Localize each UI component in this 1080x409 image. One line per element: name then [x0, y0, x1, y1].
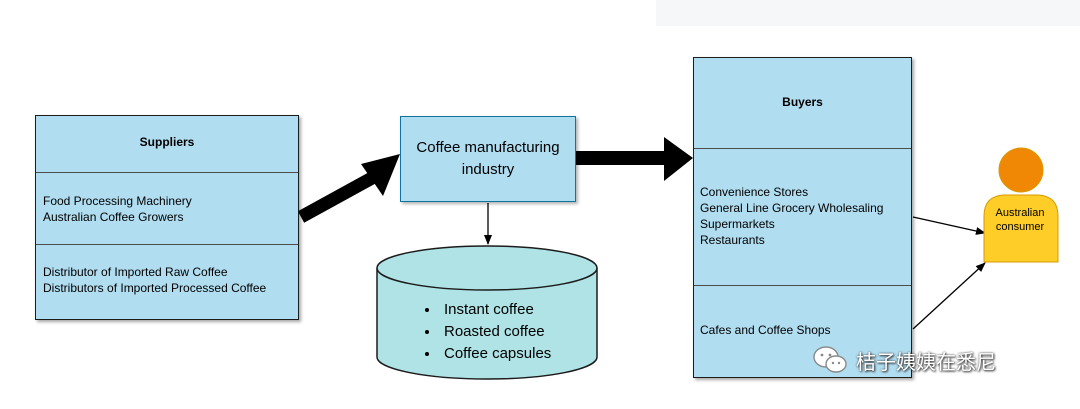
consumer-label: Australian consumer — [984, 206, 1056, 234]
watermark-text: 桔子姨姨在悉尼 — [856, 349, 996, 374]
supplier-item: Distributors of Imported Processed Coffe… — [43, 281, 267, 295]
industry-label-line-1: Coffee manufacturing — [416, 139, 560, 156]
watermark: 桔子姨姨在悉尼 — [812, 342, 996, 378]
industry-box: Coffee manufacturing industry — [400, 116, 576, 202]
buyers-to-consumer-arrow-lower — [912, 262, 986, 330]
buyer-item: Supermarkets — [700, 217, 775, 231]
buyers-title: Buyers — [782, 95, 823, 109]
buyers-to-consumer-arrow-upper — [912, 216, 986, 235]
buyers-divider-2 — [694, 285, 911, 286]
wechat-icon — [813, 346, 847, 373]
buyers-group-2: Cafes and Coffee Shops — [700, 322, 831, 338]
products-cylinder — [376, 245, 598, 380]
buyer-item: Cafes and Coffee Shops — [700, 323, 831, 337]
industry-to-buyers-arrow — [576, 137, 693, 181]
products-list: Instant coffee Roasted coffee Coffee cap… — [418, 299, 551, 365]
supplier-item: Australian Coffee Growers — [43, 210, 184, 224]
buyer-item: Convenience Stores — [700, 185, 809, 199]
product-item: Coffee capsules — [440, 343, 551, 365]
suppliers-to-industry-arrow — [297, 154, 400, 223]
supplier-item: Food Processing Machinery — [43, 194, 192, 208]
product-item: Roasted coffee — [440, 321, 551, 343]
buyer-item: Restaurants — [700, 233, 765, 247]
consumer-label-line-2: consumer — [995, 221, 1045, 233]
consumer-label-line-1: Australian — [995, 207, 1045, 219]
product-item: Instant coffee — [440, 299, 551, 321]
buyers-divider-1 — [694, 148, 911, 149]
buyers-box: Buyers Convenience Stores General Line G… — [693, 57, 912, 378]
suppliers-title: Suppliers — [139, 135, 195, 149]
suppliers-box: Suppliers Food Processing Machinery Aust… — [35, 115, 299, 320]
buyer-item: General Line Grocery Wholesaling — [700, 201, 884, 215]
industry-label-line-2: industry — [461, 161, 515, 178]
suppliers-group-2: Distributor of Imported Raw Coffee Distr… — [43, 264, 266, 296]
consumer-person-icon — [983, 147, 1059, 263]
suppliers-divider-1 — [36, 172, 298, 173]
buyers-group-1: Convenience Stores General Line Grocery … — [700, 184, 883, 248]
suppliers-divider-2 — [36, 244, 298, 245]
top-background-strip — [656, 0, 1080, 26]
suppliers-group-1: Food Processing Machinery Australian Cof… — [43, 193, 192, 225]
supplier-item: Distributor of Imported Raw Coffee — [43, 265, 228, 279]
